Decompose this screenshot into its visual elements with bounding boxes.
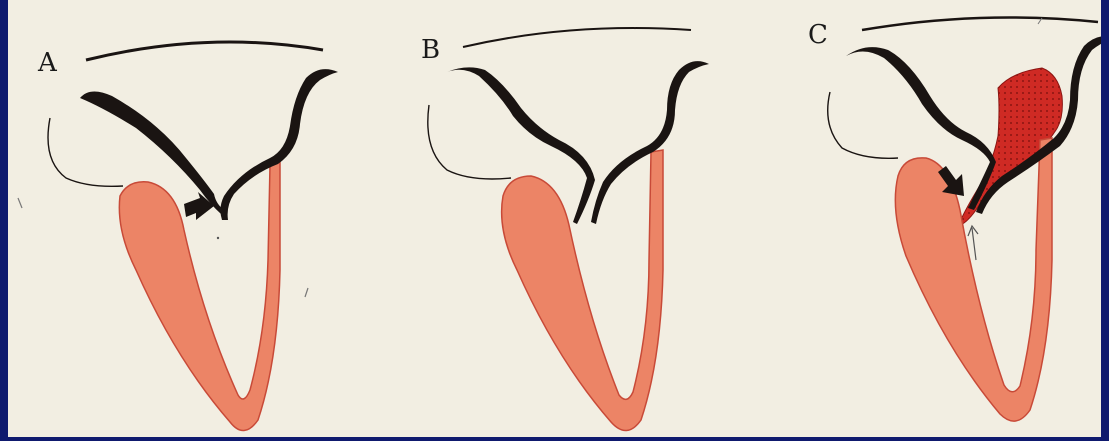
speck — [217, 237, 219, 239]
atrial-roof-line — [862, 18, 1098, 31]
atrial-roof-line — [86, 42, 323, 60]
speck — [18, 198, 22, 208]
atrial-wall-line — [48, 118, 123, 186]
ventricle-wall — [502, 150, 663, 431]
atrial-wall-line — [428, 105, 511, 179]
atrial-wall-line — [828, 92, 898, 158]
ventricle-wall — [895, 138, 1052, 421]
panel-b: B — [391, 0, 761, 437]
speck — [305, 288, 308, 297]
atrial-roof-line — [463, 28, 691, 47]
panel-b-drawing — [391, 0, 761, 437]
panel-a: A — [8, 0, 378, 437]
panel-c: C — [780, 0, 1101, 437]
panel-a-drawing — [8, 0, 378, 437]
diagram-canvas: A B — [8, 0, 1101, 437]
panel-c-drawing — [780, 0, 1101, 437]
